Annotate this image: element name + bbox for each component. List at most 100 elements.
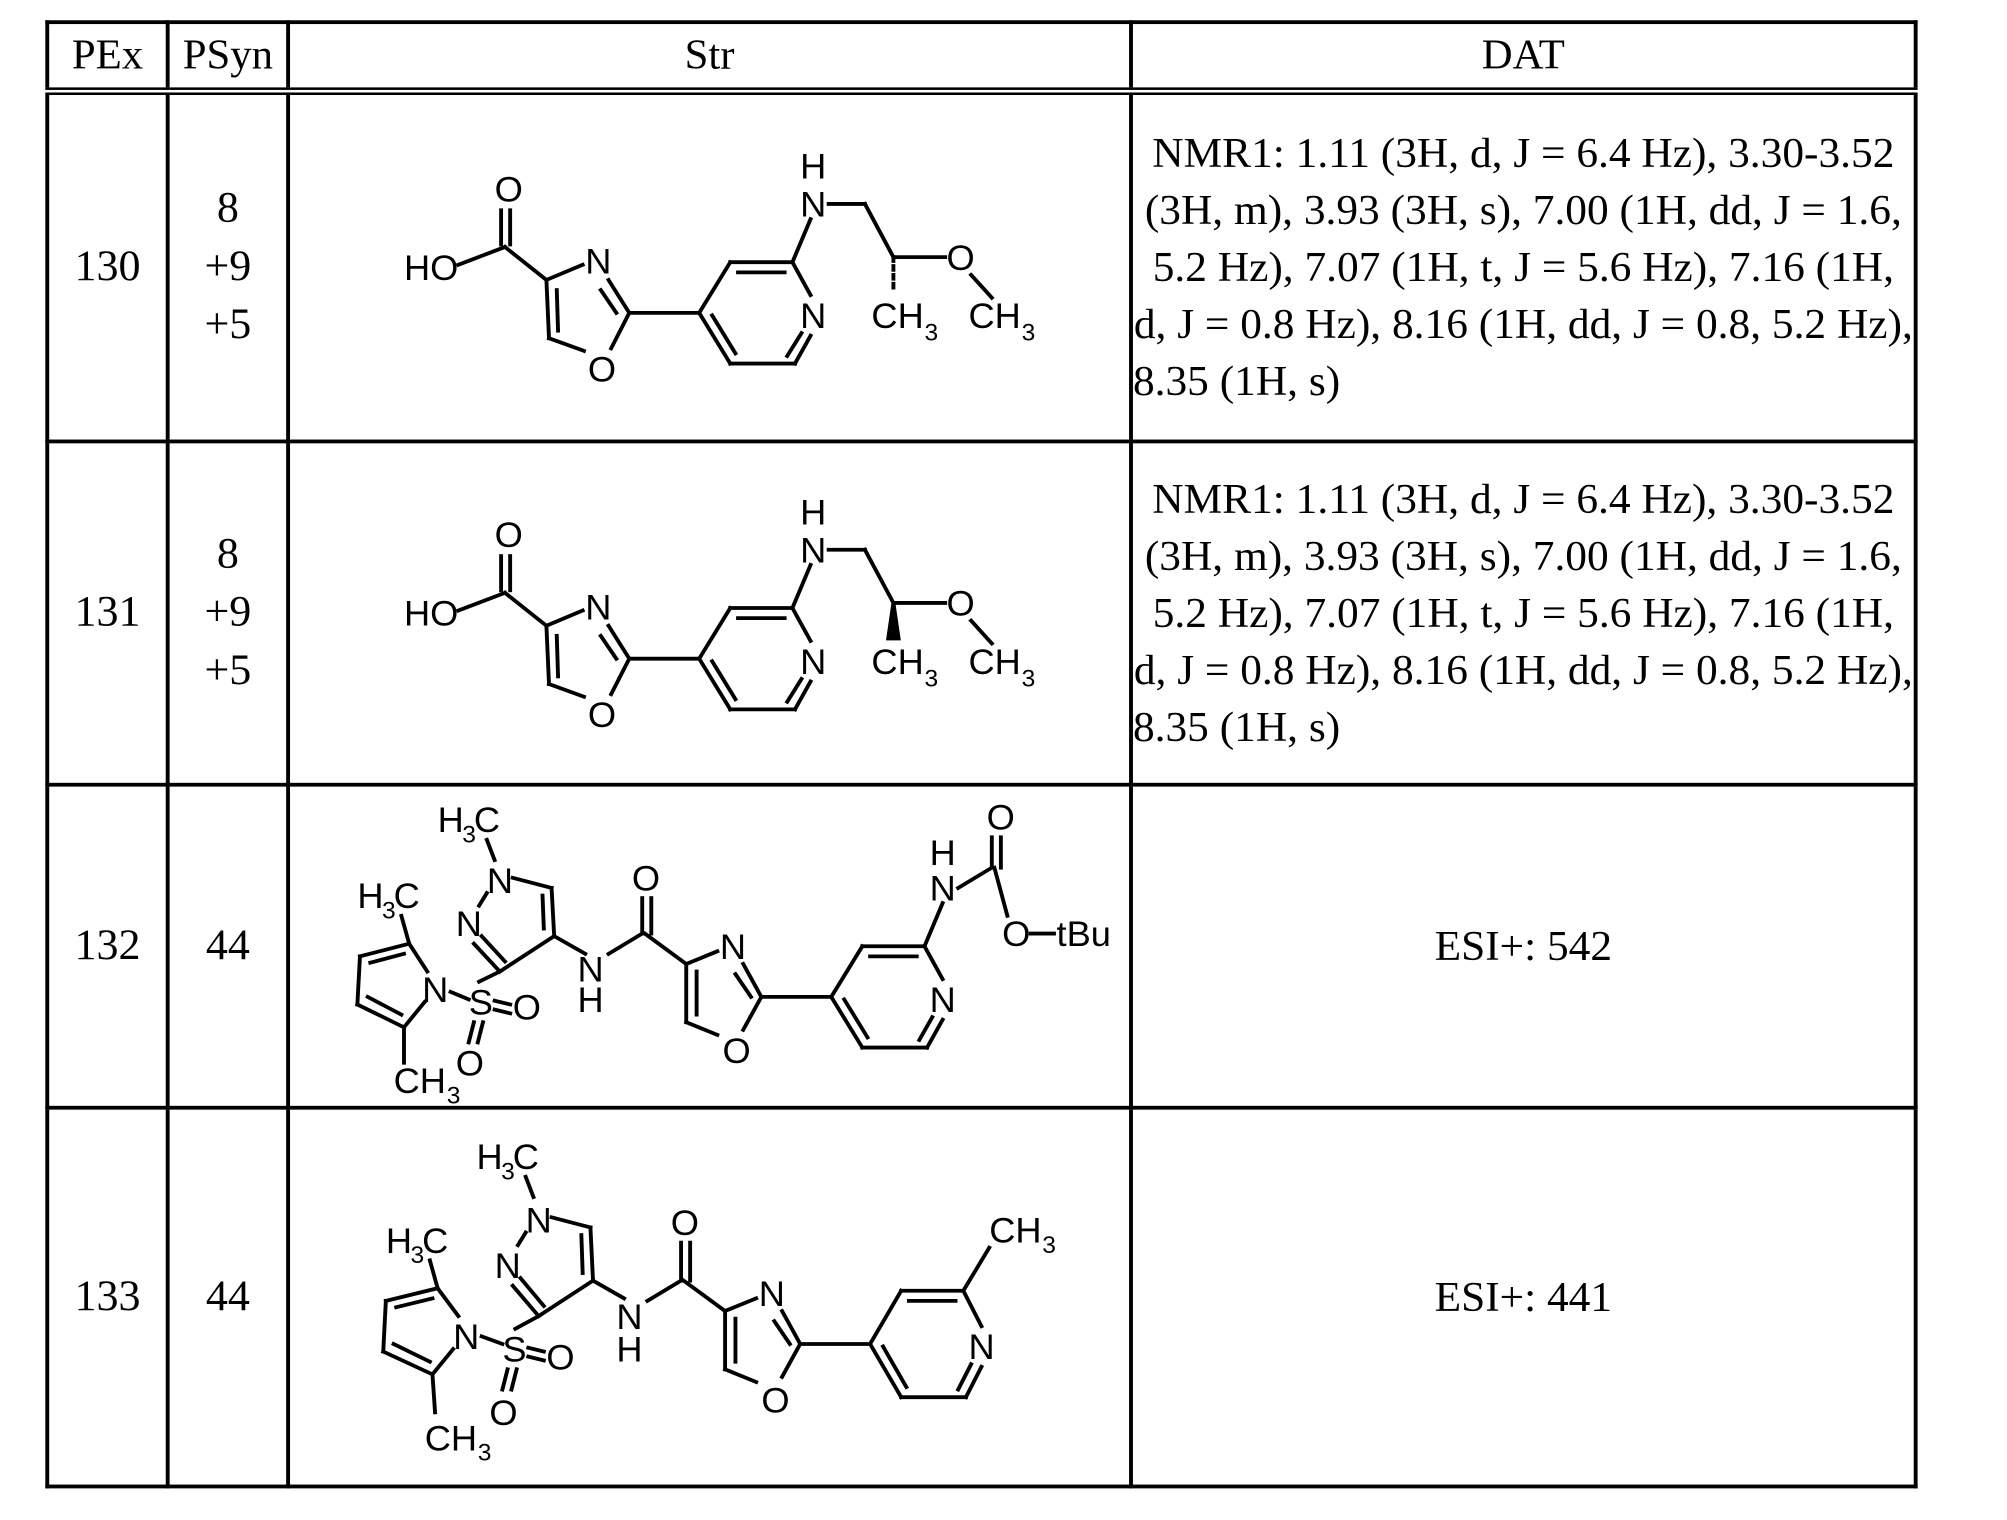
svg-text:H: H	[357, 877, 383, 917]
pex-cell: 131	[45, 439, 170, 787]
svg-text:O: O	[489, 1393, 517, 1433]
svg-text:N: N	[487, 861, 513, 901]
svg-text:O: O	[987, 798, 1015, 838]
svg-text:N: N	[800, 642, 826, 682]
header-row: PEx PSyn Str DAT	[45, 20, 1918, 95]
pex-cell: 133	[45, 1105, 170, 1489]
svg-text:N: N	[577, 950, 603, 990]
svg-text:3: 3	[1022, 320, 1036, 347]
svg-text:CH: CH	[394, 1062, 446, 1102]
svg-text:CH: CH	[969, 296, 1021, 336]
svg-text:N: N	[930, 980, 956, 1020]
svg-text:S: S	[502, 1330, 526, 1370]
psyn-cell: 8 +9 +5	[165, 439, 291, 787]
structure-cell: O HO N O N	[286, 439, 1133, 787]
psyn-line: 44	[205, 922, 250, 970]
svg-text:H: H	[930, 834, 956, 874]
table-row: 131 8 +9 +5 O HO N O	[45, 439, 1918, 787]
svg-text:3: 3	[1022, 666, 1036, 693]
svg-text:N: N	[422, 970, 448, 1010]
svg-text:S: S	[469, 983, 493, 1023]
svg-text:H: H	[386, 1221, 412, 1261]
svg-text:H: H	[616, 1330, 642, 1370]
svg-text:3: 3	[1042, 1232, 1056, 1259]
svg-text:O: O	[456, 1044, 484, 1084]
svg-text:N: N	[800, 296, 826, 336]
svg-text:H: H	[577, 980, 603, 1020]
svg-text:H: H	[438, 801, 464, 841]
chemical-structure-diagram: H3C N N H3C N	[354, 798, 1111, 1109]
table-row: 130 8 +9 +5 O HO N	[45, 89, 1918, 444]
svg-text:3: 3	[478, 1440, 492, 1467]
svg-text:CH: CH	[989, 1211, 1041, 1251]
svg-text:C: C	[474, 801, 500, 841]
psyn-line: +5	[204, 301, 252, 349]
svg-text:O: O	[588, 695, 616, 735]
structure-cell: O HO N O	[286, 89, 1133, 444]
svg-text:N: N	[453, 1317, 479, 1357]
svg-text:O: O	[495, 170, 523, 210]
svg-text:O: O	[588, 350, 616, 390]
dat-cell: NMR1: 1.11 (3H, d, J = 6.4 Hz), 3.30-3.5…	[1129, 439, 1918, 787]
svg-text:3: 3	[924, 666, 938, 693]
svg-text:CH: CH	[969, 642, 1021, 682]
psyn-line: +9	[204, 243, 252, 291]
svg-text:C: C	[513, 1138, 539, 1178]
svg-text:O: O	[1002, 915, 1030, 955]
svg-text:O: O	[946, 584, 974, 624]
svg-text:tBu: tBu	[1057, 915, 1111, 955]
svg-text:N: N	[456, 904, 482, 944]
svg-text:C: C	[422, 1221, 448, 1261]
svg-text:3: 3	[501, 1159, 515, 1186]
psyn-line: +9	[204, 589, 252, 636]
dat-cell: NMR1: 1.11 (3H, d, J = 6.4 Hz), 3.30-3.5…	[1129, 89, 1918, 444]
svg-text:O: O	[946, 238, 974, 278]
svg-text:N: N	[969, 1328, 995, 1368]
svg-text:N: N	[800, 185, 826, 225]
svg-text:H: H	[800, 493, 826, 533]
svg-text:N: N	[585, 588, 611, 628]
svg-text:N: N	[759, 1274, 785, 1314]
svg-text:O: O	[546, 1338, 574, 1378]
svg-text:H: H	[476, 1138, 502, 1178]
svg-text:HO: HO	[404, 248, 458, 288]
header-dat: DAT	[1129, 20, 1918, 95]
psyn-line: 44	[205, 1273, 250, 1320]
svg-text:3: 3	[447, 1083, 461, 1110]
svg-text:N: N	[495, 1246, 521, 1286]
svg-text:HO: HO	[404, 594, 458, 634]
psyn-cell: 44	[165, 782, 291, 1110]
psyn-line: +5	[204, 647, 252, 695]
pex-cell: 130	[45, 89, 170, 444]
psyn-line: 8	[216, 530, 239, 578]
svg-text:CH: CH	[425, 1419, 477, 1459]
svg-text:N: N	[930, 869, 956, 909]
svg-text:O: O	[495, 516, 523, 556]
svg-text:N: N	[616, 1297, 642, 1337]
psyn-cell: 8 +9 +5	[165, 89, 291, 444]
dat-cell: ESI+: 441	[1129, 1105, 1918, 1489]
header-psyn: PSyn	[165, 20, 291, 95]
svg-text:3: 3	[410, 1242, 424, 1269]
svg-text:O: O	[513, 988, 541, 1028]
dat-cell: ESI+: 542	[1129, 782, 1918, 1110]
svg-text:H: H	[800, 147, 826, 187]
svg-text:N: N	[585, 242, 611, 282]
chemical-structure-diagram: O HO N O N	[404, 493, 1036, 735]
svg-text:CH: CH	[871, 642, 923, 682]
svg-text:O: O	[632, 859, 660, 899]
svg-text:N: N	[800, 531, 826, 571]
header-pex: PEx	[45, 20, 170, 95]
compound-data-table: PEx PSyn Str DAT 130 8 +9 +5 O HO	[45, 20, 1918, 1489]
svg-text:N: N	[720, 927, 746, 967]
svg-text:3: 3	[382, 898, 396, 925]
psyn-cell: 44	[165, 1105, 291, 1489]
svg-text:CH: CH	[871, 296, 923, 336]
svg-text:C: C	[394, 877, 420, 917]
svg-text:O: O	[722, 1031, 750, 1071]
svg-text:O: O	[761, 1381, 789, 1421]
